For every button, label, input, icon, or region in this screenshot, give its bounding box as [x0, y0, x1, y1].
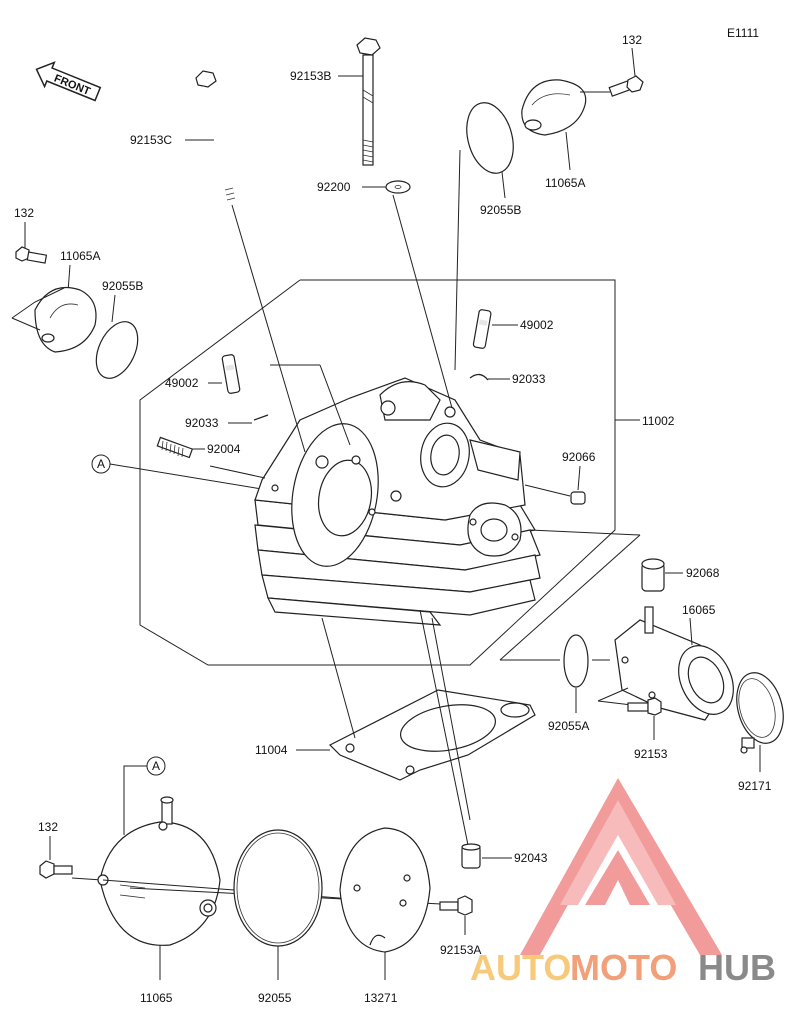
label-92153c: 92153C — [130, 133, 172, 147]
screw-92153a — [439, 895, 473, 916]
label-132-bottom: 132 — [38, 820, 58, 834]
diagram-code: E1111 — [727, 26, 759, 40]
label-92004: 92004 — [207, 442, 241, 456]
bolt-132-bottom — [39, 860, 73, 879]
label-49002-left: 49002 — [165, 376, 199, 390]
bolt-132-left — [15, 246, 48, 264]
cover-11065 — [97, 796, 221, 946]
bolt-132-top — [608, 75, 644, 97]
o-ring-92055b-top — [466, 102, 514, 174]
label-11065a-top: 11065A — [545, 176, 585, 190]
label-92153: 92153 — [634, 747, 668, 761]
cap-92068 — [641, 558, 665, 592]
label-92055b-top: 92055B — [480, 203, 521, 217]
label-49002-right: 49002 — [520, 318, 554, 332]
label-92033-left: 92033 — [185, 416, 219, 430]
intake-pipe-16065 — [614, 606, 734, 721]
clamp-92171 — [736, 672, 784, 754]
front-arrow-icon: FRONT — [35, 61, 102, 102]
o-ring-92055 — [233, 829, 323, 947]
label-11065: 11065 — [140, 991, 173, 1005]
label-92068: 92068 — [686, 566, 720, 580]
watermark-auto: AUTO — [470, 947, 571, 988]
valve-guide-49002-right — [472, 309, 492, 349]
washer-92200 — [385, 180, 411, 194]
cap-11065a-top — [521, 79, 587, 136]
gasket-11004 — [328, 689, 536, 781]
dowel-92066 — [570, 491, 586, 505]
label-11065a-left: 11065A — [60, 249, 100, 263]
watermark-hub: HUB — [698, 947, 776, 988]
rotor-cover-13271 — [339, 827, 431, 953]
o-ring-92055b-left — [95, 321, 139, 379]
o-ring-92055a — [563, 634, 589, 688]
label-92066: 92066 — [562, 450, 596, 464]
ref-a-upper-label: A — [97, 457, 105, 471]
screw-92153 — [627, 697, 662, 716]
label-132-top: 132 — [622, 33, 642, 47]
label-92033-right: 92033 — [512, 372, 546, 386]
head-frame — [139, 279, 616, 666]
label-11002: 11002 — [642, 414, 675, 428]
clip-92033-left — [253, 414, 269, 421]
label-92200: 92200 — [317, 180, 351, 194]
label-13271: 13271 — [364, 991, 398, 1005]
label-92153a: 92153A — [440, 943, 481, 957]
cylinder-head-11002 — [254, 377, 541, 626]
label-92055a: 92055A — [548, 719, 589, 733]
label-92171: 92171 — [738, 779, 772, 793]
watermark-moto: MOTO — [570, 947, 677, 988]
clip-92033-right — [469, 373, 489, 381]
bolt-92153b — [356, 37, 381, 166]
label-92043: 92043 — [514, 851, 548, 865]
label-92153b: 92153B — [290, 69, 331, 83]
bolt-92153c — [195, 70, 236, 206]
valve-guide-49002-left — [221, 354, 241, 394]
watermark-logo — [520, 778, 722, 955]
label-92055b-left: 92055B — [102, 279, 143, 293]
ref-a-lower-label: A — [152, 759, 160, 773]
label-92055: 92055 — [258, 991, 292, 1005]
label-132-left: 132 — [14, 206, 34, 220]
label-16065: 16065 — [682, 603, 716, 617]
label-11004: 11004 — [255, 743, 288, 757]
stud-92004 — [156, 436, 194, 459]
